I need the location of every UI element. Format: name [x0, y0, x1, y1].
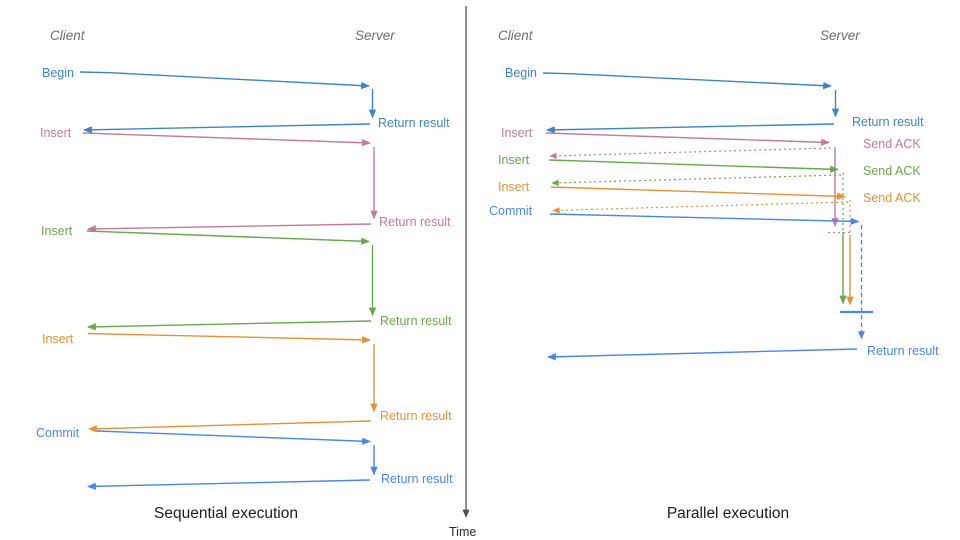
seq-insert3-return-arrow — [88, 420, 372, 433]
seq-insert2-result-label: Return result — [380, 314, 452, 328]
seq-insert1-request-arrow — [82, 132, 371, 147]
par-op-insert1: Insert Send ACK — [501, 126, 921, 234]
seq-begin-result-label: Return result — [378, 116, 450, 130]
seq-begin-return-arrow — [83, 123, 371, 134]
par-insert2-ack-arrow — [551, 174, 842, 186]
seq-commit-label: Commit — [36, 426, 80, 440]
seq-commit-request-arrow — [96, 430, 371, 445]
par-op-begin: Begin Return result — [505, 66, 924, 134]
parallel-caption: Parallel execution — [667, 505, 789, 522]
par-insert1-ack-label: Send ACK — [863, 137, 921, 151]
par-insert1-request-arrow — [545, 132, 830, 146]
time-axis: Time — [449, 6, 476, 539]
seq-insert3-result-label: Return result — [380, 409, 452, 423]
par-commit-return-arrow — [547, 348, 858, 361]
seq-insert1-return-arrow — [87, 223, 372, 233]
seq-insert2-label: Insert — [41, 224, 73, 238]
par-insert1-label: Insert — [501, 126, 533, 140]
seq-op-commit: Commit Return result — [36, 426, 453, 491]
par-insert3-request-arrow — [550, 186, 846, 200]
parallel-panel: Client Server Begin Return result Insert… — [489, 28, 939, 522]
par-insert3-ack-arrow — [552, 201, 849, 214]
seq-op-insert1: Insert Return result — [40, 126, 451, 233]
par-insert3-ack-label: Send ACK — [863, 191, 921, 205]
sequential-caption: Sequential execution — [154, 505, 298, 522]
seq-insert1-result-label: Return result — [379, 215, 451, 229]
par-insert2-label: Insert — [498, 153, 530, 167]
seq-insert1-label: Insert — [40, 126, 72, 140]
par-begin-request-arrow — [542, 72, 832, 90]
par-insert3-label: Insert — [498, 180, 530, 194]
par-insert1-ack-arrow — [549, 147, 832, 159]
par-begin-label: Begin — [505, 66, 537, 80]
par-begin-result-label: Return result — [852, 115, 924, 129]
seq-insert2-request-arrow — [86, 230, 370, 245]
time-axis-label: Time — [449, 525, 476, 539]
par-op-commit: Commit Return result — [489, 204, 939, 361]
sequential-panel: Client Server Begin Return result Insert… — [36, 28, 453, 522]
par-commit-result-label: Return result — [867, 344, 939, 358]
seq-server-header: Server — [355, 28, 395, 43]
par-op-insert2: Insert Send ACK — [498, 153, 921, 305]
seq-begin-label: Begin — [42, 66, 74, 80]
par-op-insert3: Insert Send ACK — [498, 180, 921, 306]
par-begin-return-arrow — [546, 123, 835, 134]
par-client-header: Client — [498, 28, 534, 43]
seq-op-insert3: Insert Return result — [42, 332, 452, 433]
seq-insert3-request-arrow — [87, 332, 371, 344]
seq-commit-return-arrow — [87, 479, 371, 491]
seq-client-header: Client — [50, 28, 86, 43]
seq-op-begin: Begin Return result — [42, 66, 450, 134]
seq-commit-result-label: Return result — [381, 472, 453, 486]
seq-insert3-label: Insert — [42, 332, 74, 346]
par-commit-label: Commit — [489, 204, 533, 218]
seq-insert2-return-arrow — [87, 320, 372, 331]
seq-begin-request-arrow — [79, 71, 370, 90]
seq-op-insert2: Insert Return result — [41, 224, 452, 331]
par-insert2-ack-label: Send ACK — [863, 164, 921, 178]
par-insert2-request-arrow — [548, 159, 839, 173]
par-server-header: Server — [820, 28, 860, 43]
par-commit-request-arrow — [549, 213, 860, 226]
